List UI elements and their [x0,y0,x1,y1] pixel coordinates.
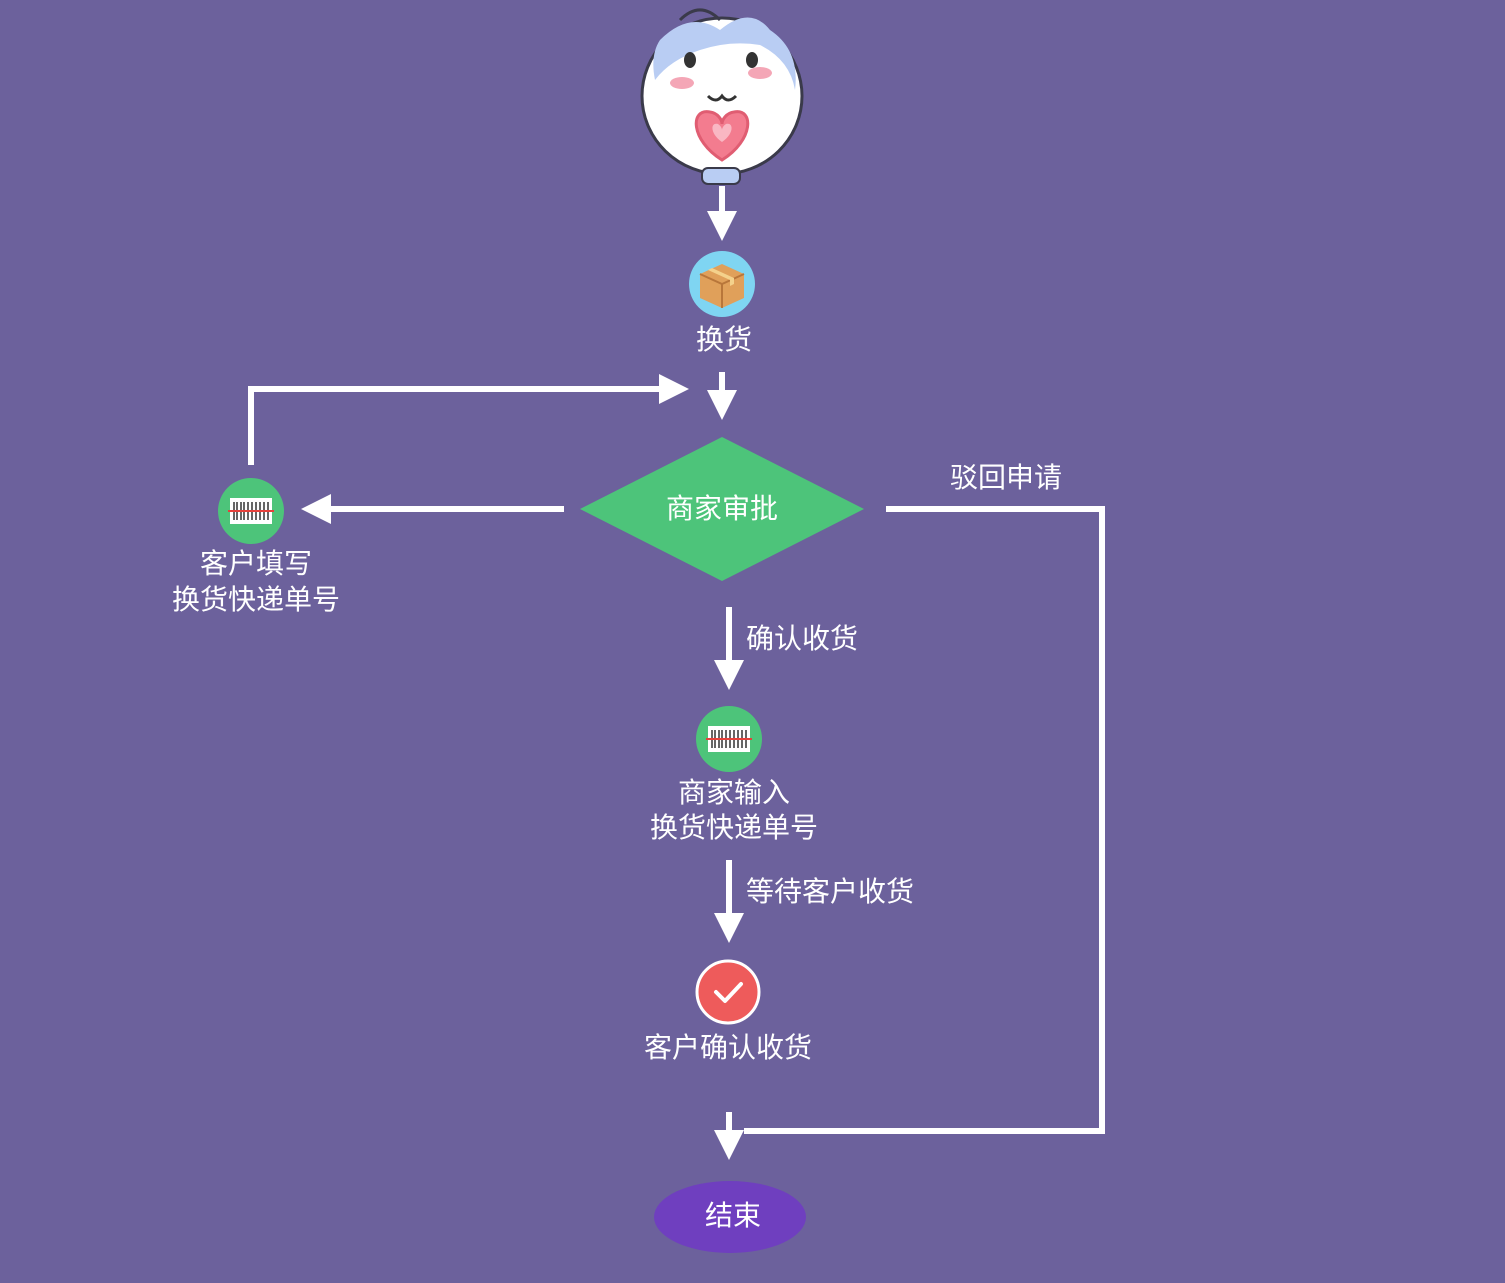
arrow-reject-path [744,506,1105,1134]
customer-fill-label-2: 换货快递单号 [171,583,341,616]
merchant-input-label-1: 商家输入 [677,776,791,809]
hamster-heart-mascot-icon [640,8,804,185]
confirm-receipt-edge-label: 确认收货 [746,622,859,655]
check-icon [695,959,761,1025]
customer-fill-label-1: 客户填写 [199,547,313,580]
package-box-icon [689,251,755,317]
barcode-icon [696,706,762,772]
reject-edge-label: 驳回申请 [950,461,1063,494]
barcode-icon [218,478,284,544]
end-terminal [654,1181,806,1253]
end-label: 结束 [704,1199,762,1232]
approval-label: 商家审批 [665,492,779,525]
approval-diamond [580,437,864,581]
arrow-customer-back-to-approval [248,374,689,465]
wait-customer-edge-label: 等待客户收货 [746,875,915,908]
exchange-label: 换货 [695,323,753,356]
customer-confirm-label: 客户确认收货 [643,1031,813,1064]
merchant-input-label-2: 换货快递单号 [649,811,819,844]
